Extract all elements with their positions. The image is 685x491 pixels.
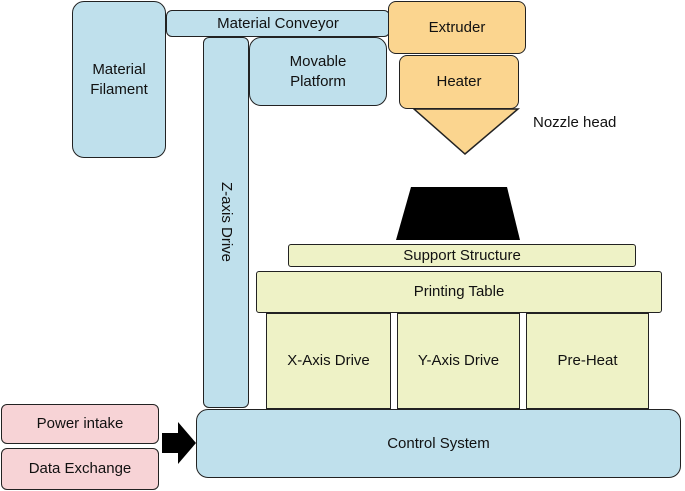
material-filament-label-line1: Material: [92, 61, 146, 78]
printing-table-label: Printing Table: [413, 283, 505, 301]
heater: Heater: [399, 55, 519, 109]
pre-heat-label: Pre-Heat: [557, 352, 618, 370]
material-filament-label-line2: Filament: [90, 80, 148, 98]
movable-platform-label-line2: Platform: [290, 72, 346, 90]
support-structure: Support Structure: [288, 244, 636, 267]
pre-heat: Pre-Heat: [526, 313, 649, 409]
x-axis-drive-label: X-Axis Drive: [287, 352, 370, 370]
x-axis-drive: X-Axis Drive: [266, 313, 391, 409]
printed-object: [396, 187, 520, 240]
input-arrow-icon: [162, 422, 196, 464]
control-system-label: Control System: [387, 434, 490, 452]
y-axis-drive: Y-Axis Drive: [397, 313, 520, 409]
z-axis-drive-label: Z-axis Drive: [217, 182, 235, 263]
printing-table: Printing Table: [256, 271, 662, 313]
power-intake: Power intake: [1, 404, 159, 444]
material-filament: Material Filament: [72, 1, 166, 158]
nozzle-head-label: Nozzle head: [533, 114, 617, 131]
power-intake-label: Power intake: [36, 415, 124, 433]
z-axis-drive: Z-axis Drive: [203, 37, 249, 408]
nozzle-triangle: [412, 108, 521, 155]
data-exchange: Data Exchange: [1, 448, 159, 490]
material-conveyor-label: Material Conveyor: [217, 14, 339, 32]
material-conveyor: Material Conveyor: [166, 10, 390, 37]
heater-label: Heater: [436, 73, 482, 91]
movable-platform-label-line1: Movable: [289, 53, 347, 70]
extruder: Extruder: [388, 1, 526, 54]
extruder-label: Extruder: [428, 18, 486, 36]
movable-platform: Movable Platform: [249, 37, 387, 106]
support-structure-label: Support Structure: [403, 246, 521, 264]
data-exchange-label: Data Exchange: [28, 460, 132, 478]
y-axis-drive-label: Y-Axis Drive: [417, 352, 500, 370]
control-system: Control System: [196, 409, 681, 478]
